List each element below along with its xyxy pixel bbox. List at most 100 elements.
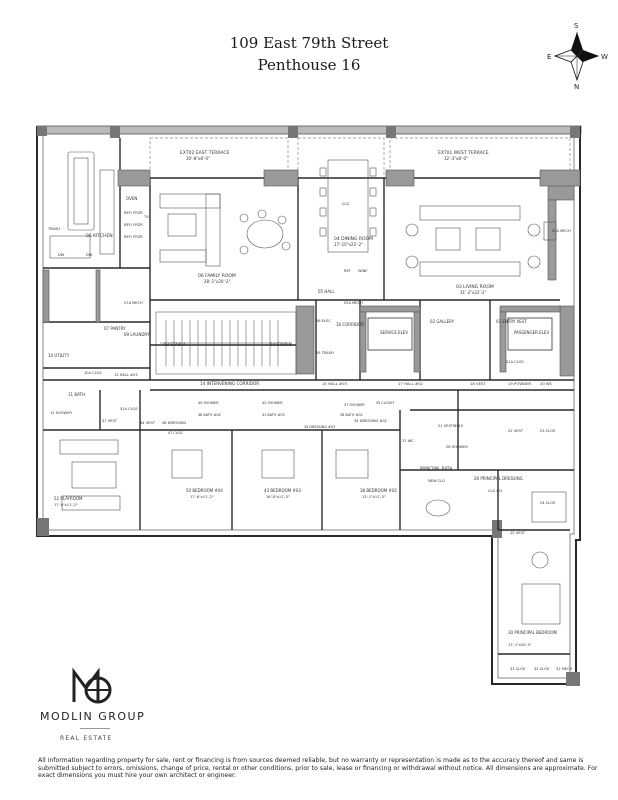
room-label: 22 VEST	[508, 429, 524, 433]
room-label: 07A MECH	[124, 301, 143, 305]
brand-subtitle: REAL ESTATE	[60, 735, 113, 742]
room-label: 11 BATH	[68, 392, 85, 397]
room-dim: 32'-3"x8'-0"	[444, 156, 468, 161]
room-dim: 30'-8"x8'-0"	[186, 156, 210, 161]
room-label: 09 LAUNDRY	[124, 332, 150, 337]
compass-s-label: S	[574, 22, 579, 30]
brand-name: MODLIN GROUP	[40, 710, 146, 723]
room-label: 25 VEST	[510, 531, 526, 535]
compass-e-label: E	[547, 53, 551, 61]
room-label: 48 BATH #04	[198, 413, 221, 417]
room-label: 37 VEST	[102, 419, 118, 423]
ceiling-label: CLG F.D.	[488, 489, 503, 493]
room-label: 54 STAIR B	[270, 342, 292, 347]
room-label: 27 WC	[402, 439, 414, 443]
room-label: 49 SHOWER	[198, 401, 219, 405]
room-label: 43 BEDROOM #03	[264, 488, 301, 493]
room-label: 18 VEST	[470, 381, 486, 386]
room-label: 37 SHOWER	[344, 403, 365, 407]
kitchen-dw-label: DW	[86, 253, 93, 257]
room-label: 05A MECH	[344, 301, 363, 305]
room-label: 10A CLOS	[84, 371, 102, 375]
room-label: 03 LIVING ROOM	[456, 284, 494, 290]
brand-divider	[80, 728, 110, 729]
room-label: 16 CORRIDOR	[336, 322, 364, 327]
compass-n-label: N	[574, 83, 579, 91]
room-label: 01 ENTRY VEST	[496, 319, 527, 324]
elevator-label: SERVICE ELEV	[380, 330, 408, 335]
room-label: 13 HALL #03	[114, 373, 138, 377]
room-dim: 16'-8"x11'-5"	[266, 495, 290, 499]
room-label: 26 PRINCIPAL DRESSING	[474, 476, 523, 481]
room-label: 10 UTILITY	[48, 353, 70, 358]
kitchen-freezer-label: REF/ FRZR	[124, 211, 143, 215]
room-label: 41 BATH #03	[262, 413, 285, 417]
room-label: 50 BEDROOM #04	[186, 488, 223, 493]
structural-columns	[42, 169, 581, 377]
room-labels: EXT02 EAST TERRACE 30'-8"x8'-0" EXT01 WE…	[47, 150, 573, 671]
furniture	[49, 151, 567, 625]
unit-name: Penthouse 16	[257, 56, 361, 74]
room-dim: 17'-10"x22'-2"	[334, 242, 363, 247]
kitchen-freezer-label: REF/ FRZR	[124, 235, 143, 239]
room-label: PRINCIPAL BATH	[420, 466, 452, 471]
room-dim: 13'-1"x11'-5"	[362, 495, 386, 499]
kitchen-oven-label: OVEN	[126, 196, 137, 201]
room-label: 05 HALL	[318, 289, 335, 294]
ceiling-label: NEW CLG	[428, 479, 445, 483]
room-label: 06 FAMILY ROOM	[198, 273, 236, 279]
room-label: 47 CLOS	[168, 431, 182, 435]
room-label: 32 CLOS	[534, 667, 550, 671]
room-label: 31 MECH	[556, 667, 573, 671]
ref-label: REF	[344, 269, 351, 273]
room-label: 12 SHOWER	[50, 411, 72, 415]
room-label: 44 VEST	[140, 421, 156, 425]
room-label: 28 SHOWER	[446, 445, 468, 449]
interior-walls	[43, 138, 580, 655]
room-label: 19 POWDER	[508, 381, 531, 386]
room-label: 23 CLOS	[540, 429, 556, 433]
room-label: 20 WC	[540, 381, 553, 386]
property-address: 109 East 79th Street	[229, 34, 389, 52]
room-label: 36 BATH #02	[340, 413, 363, 417]
room-label: 52 PLAYROOM	[54, 496, 83, 501]
kitchen-freezer-label: REF/ FRZR	[124, 223, 143, 227]
kitchen-dw-label: DW	[58, 253, 65, 257]
room-label: 21 VESTIBULE	[438, 424, 464, 428]
room-dim: 17'-1"x20'-0"	[508, 643, 532, 647]
room-label: 08 KITCHEN	[86, 233, 113, 239]
room-dim: 31'-2"x22'-2"	[460, 290, 487, 295]
room-label: 53 STAIR A	[164, 342, 186, 347]
room-label: EXT02 EAST TERRACE	[180, 150, 230, 156]
exterior-walls	[36, 125, 582, 686]
room-label: 04 DINING ROOM	[334, 236, 373, 242]
terraces	[149, 137, 571, 179]
room-label: 02 GALLERY	[430, 319, 455, 324]
room-label: 46 DRESSING	[162, 421, 187, 425]
legal-disclaimer: All information regarding property for s…	[38, 757, 598, 780]
elevator-label: PASSENGER ELEV	[514, 330, 549, 335]
room-label: 38 BEDROOM #02	[360, 488, 397, 493]
room-label: 03A MECH	[552, 229, 571, 233]
room-label: 15 HALL #03	[322, 381, 348, 386]
room-label: EXT01 WEST TERRACE	[438, 150, 489, 156]
elevators	[367, 317, 553, 351]
room-label: 17 HALL #02	[398, 381, 424, 386]
room-label: 01A CLOS	[506, 360, 524, 364]
wine-label: WINE	[358, 269, 368, 273]
room-label: 33 CLOS	[510, 667, 526, 671]
room-dim: 28'-1"x20'-2"	[204, 279, 231, 284]
room-dim: 17'-0"x11'-2"	[54, 503, 78, 507]
room-label: 07 PANTRY	[104, 326, 126, 331]
ceiling-label: CLG	[342, 202, 350, 206]
room-label: 42 SHOWER	[262, 401, 283, 405]
tv-label: TV	[143, 215, 149, 219]
room-label: 35 CLOSET	[376, 401, 395, 405]
compass-w-label: W	[601, 53, 608, 61]
room-label: 39 DRESSING #03	[304, 425, 335, 429]
stairs	[155, 311, 297, 375]
compass-icon	[553, 32, 599, 82]
room-label: 56 ELEC	[316, 319, 331, 323]
room-label: 24 CLOS	[540, 501, 556, 505]
